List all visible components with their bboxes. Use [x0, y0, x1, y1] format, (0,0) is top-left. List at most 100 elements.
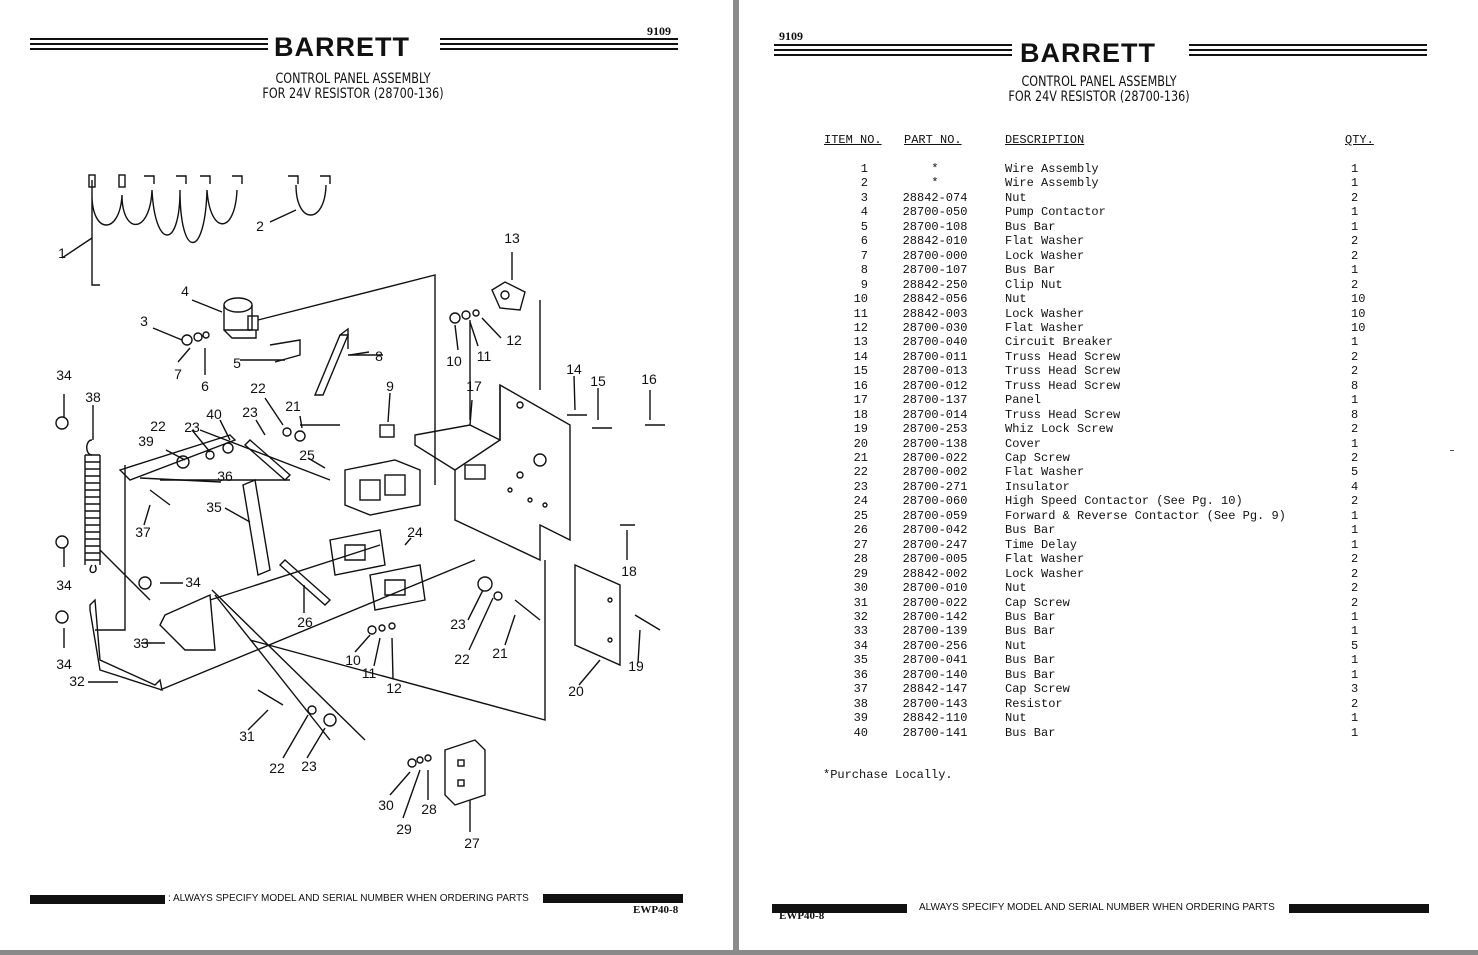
quantity: 1 — [1351, 609, 1359, 624]
item-number: 12 — [853, 320, 868, 335]
part-number: 28700-142 — [902, 609, 968, 624]
quantity: 8 — [1351, 378, 1359, 393]
part-number: 28842-250 — [902, 277, 968, 292]
header-rule — [774, 54, 1012, 56]
quantity: 1 — [1351, 219, 1359, 234]
header-rule — [1189, 49, 1427, 51]
callout-22: 22 — [454, 651, 470, 667]
part-description: High Speed Contactor (See Pg. 10) — [1005, 494, 1243, 509]
header-rule — [774, 44, 1012, 46]
part-description: Bus Bar — [1005, 263, 1056, 278]
item-number: 24 — [853, 494, 868, 509]
part-number: 28700-107 — [902, 263, 968, 278]
part-description: Bus Bar — [1005, 219, 1056, 234]
header-rule — [1189, 44, 1427, 46]
callout-19: 19 — [628, 658, 644, 674]
header-rule — [774, 49, 1012, 51]
callout-20: 20 — [568, 683, 584, 699]
item-number: 37 — [853, 682, 868, 697]
part-number: 28700-005 — [902, 552, 968, 567]
diagram-page: 9109 BARRETT CONTROL PANEL ASSEMBLY FOR … — [0, 0, 733, 950]
column-header-part: PART NO. — [904, 133, 962, 147]
callout-11: 11 — [362, 665, 377, 681]
column-header-item: ITEM NO. — [824, 133, 882, 147]
part-description: Resistor — [1005, 696, 1063, 711]
part-number: 28700-022 — [902, 451, 968, 465]
part-number: 28700-042 — [902, 523, 968, 538]
part-description: Flat Washer — [1005, 234, 1085, 249]
callout-34: 34 — [56, 367, 72, 383]
quantity: 1 — [1351, 711, 1359, 726]
callout-27: 27 — [464, 835, 480, 851]
quantity: 2 — [1351, 364, 1359, 379]
part-description: Flat Washer — [1005, 320, 1085, 335]
part-number: * — [931, 176, 939, 191]
part-number: 28700-060 — [902, 494, 968, 509]
footer-notice: : ALWAYS SPECIFY MODEL AND SERIAL NUMBER… — [168, 893, 529, 904]
callout-24: 24 — [407, 524, 423, 540]
quantity: 2 — [1351, 696, 1359, 711]
header-rule — [30, 38, 268, 40]
item-number: 34 — [853, 638, 868, 653]
part-description: Truss Head Screw — [1005, 407, 1121, 422]
part-number: 28700-000 — [902, 248, 968, 263]
callout-11: 11 — [477, 348, 492, 364]
item-number: 21 — [853, 451, 868, 465]
part-number: 28700-253 — [902, 422, 968, 437]
title-line-2: FOR 24V RESISTOR (28700-136) — [1008, 89, 1190, 105]
part-number: 28700-141 — [902, 725, 968, 740]
callout-23: 23 — [184, 419, 200, 435]
callout-23: 23 — [450, 616, 466, 632]
callout-17: 17 — [466, 378, 482, 394]
callout-23: 23 — [301, 758, 317, 774]
quantity: 1 — [1351, 176, 1359, 191]
part-description: Forward & Reverse Contactor (See Pg. 9) — [1005, 508, 1286, 523]
callout-31: 31 — [239, 728, 255, 744]
column-header-qty: QTY. — [1345, 133, 1374, 147]
callout-9: 9 — [386, 378, 394, 394]
brand-logo: BARRETT — [274, 32, 410, 62]
quantity: 2 — [1351, 190, 1359, 205]
document-id: EWP40-8 — [633, 904, 679, 916]
quantity: 2 — [1351, 566, 1359, 581]
quantity: 1 — [1351, 725, 1359, 740]
quantity: 1 — [1351, 335, 1359, 350]
callout-29: 29 — [396, 821, 412, 837]
callout-35: 35 — [206, 499, 222, 515]
item-number: 14 — [853, 349, 868, 364]
part-description: Wire Assembly — [1005, 162, 1099, 176]
item-number: 27 — [853, 537, 868, 552]
item-number: 30 — [853, 581, 868, 596]
part-description: Truss Head Screw — [1005, 378, 1121, 393]
page-code: 9109 — [779, 29, 803, 43]
quantity: 4 — [1351, 479, 1359, 494]
item-number: 18 — [853, 407, 868, 422]
quantity: 2 — [1351, 277, 1359, 292]
part-description: Bus Bar — [1005, 523, 1056, 538]
callout-23: 23 — [242, 404, 258, 420]
callout-34: 34 — [185, 574, 201, 590]
item-number: 40 — [853, 725, 868, 740]
part-description: Lock Washer — [1005, 306, 1085, 321]
part-description: Bus Bar — [1005, 653, 1056, 668]
item-number: 3 — [860, 190, 868, 205]
callout-13: 13 — [504, 230, 520, 246]
part-description: Time Delay — [1005, 537, 1078, 552]
item-number: 8 — [860, 263, 868, 278]
quantity: 1 — [1351, 205, 1359, 220]
column-header-description: DESCRIPTION — [1005, 133, 1085, 147]
part-number: 28842-010 — [902, 234, 968, 249]
